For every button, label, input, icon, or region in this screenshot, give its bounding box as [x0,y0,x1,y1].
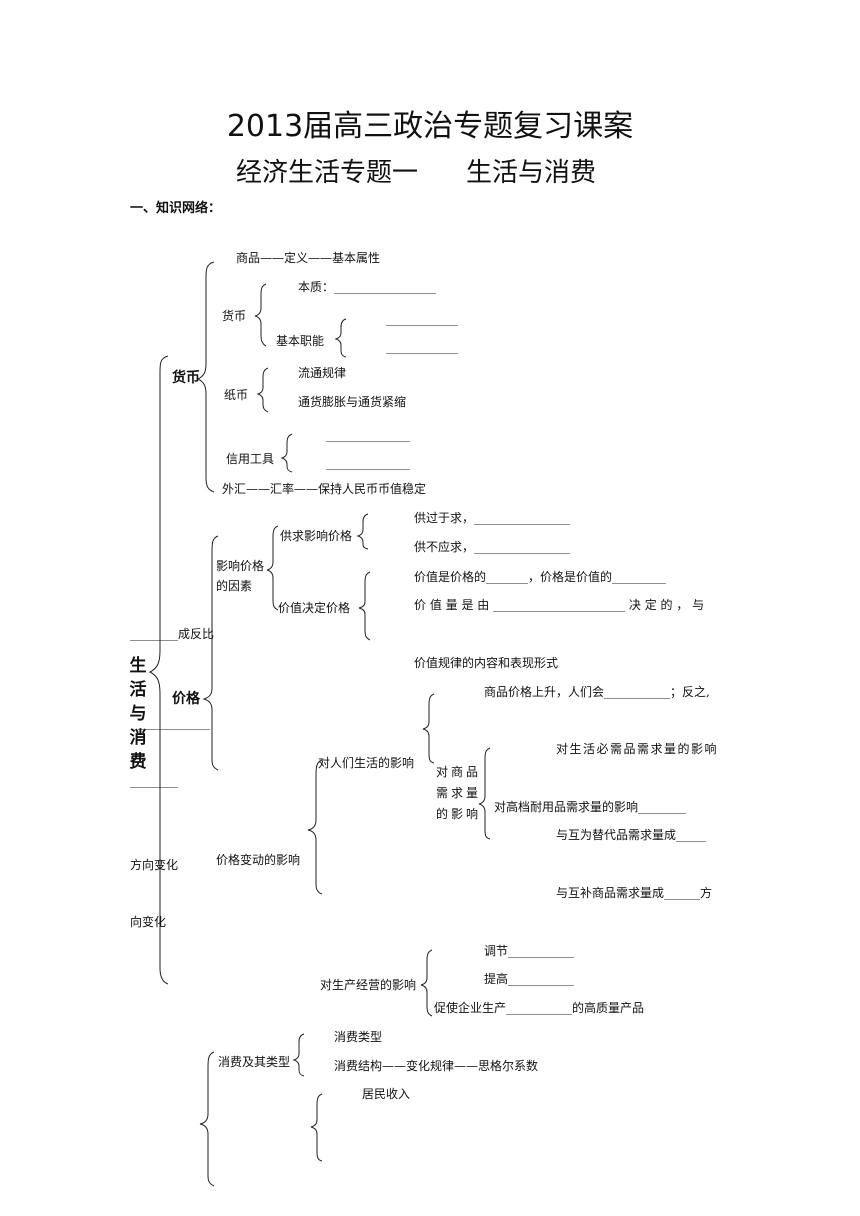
promote-line: 促使企业生产___________的高质量产品 [434,1001,645,1015]
price-label: 价格 [172,691,200,707]
value-line-2: 价 值 量 是 由 ______________________ 决 定 的 ，… [414,598,705,612]
law-of-value: 价值规律的内容和表现形式 [414,656,559,670]
on-demand-label: 对商品需求量的影响 [436,765,482,821]
subtitle-right: 生活与消费 [466,158,597,188]
price-change-brace [307,759,323,895]
direction-change-2: 向变化 [130,915,167,929]
necessities-line: 对生活必需品需求量的影响 [556,742,719,756]
price-brace [202,535,219,771]
section-heading: 一、知识网络： [130,201,222,216]
money-label: 货币 [172,370,200,386]
on-production-brace [420,949,433,1017]
supply-demand-label: 供求影响价格 [280,529,353,543]
consumption-types-brace [292,1033,305,1077]
income-brace [310,1093,323,1162]
on-demand-brace [478,747,491,840]
page-title: 2013届高三政治专题复习课案 [226,109,634,144]
factors-brace [266,525,279,611]
on-life-label: 对人们生活的影响 [318,756,415,770]
substitutes-line: 与互为替代品需求量成_____ [556,828,707,842]
root-label: 生活与消费 [129,656,147,772]
supply-demand-brace [356,513,369,550]
money-brace [196,261,215,493]
consumption-types: 消费类型 [334,1030,383,1044]
credit-blank-1: ______________ [326,428,410,442]
improve-line: 提高___________ [484,972,575,986]
supply-exceeds: 供过于求，________________ [414,511,571,525]
forex-line: 外汇——汇率——保持人民币币值稳定 [222,482,427,496]
basic-functions-label: 基本职能 [276,334,325,348]
inverse-line: ________成反比 [130,627,215,641]
resident-income: 居民收入 [362,1087,411,1101]
credit-tools-label: 信用工具 [226,452,275,466]
commodity-line: 商品——定义——基本属性 [236,251,381,265]
essence-line: 本质：_________________ [298,280,437,294]
blank-long: ____________ [138,716,210,730]
function-blank-2: ____________ [386,340,458,354]
value-brace [358,571,371,641]
root-brace [148,355,169,985]
on-life-brace [422,693,435,764]
demand-exceeds: 供不应求，________________ [414,540,571,554]
luxury-line: 对高档耐用品需求量的影响________ [494,800,687,814]
credit-brace [280,433,293,473]
adjust-line: 调节___________ [484,944,575,958]
direction-change: 方向变化 [130,858,179,872]
on-production-label: 对生产经营的影响 [320,978,417,992]
currency-label: 货币 [222,309,247,323]
paper-money-brace [256,367,269,413]
value-determines-label: 价值决定价格 [278,601,351,615]
credit-blank-2: ______________ [326,456,410,470]
subtitle-left: 经济生活专题一 [236,158,419,188]
circulation-law: 流通规律 [298,366,347,380]
complements-line: 与互补商品需求量成______方 [556,886,713,900]
function-blank-1: ____________ [386,312,458,326]
price-change-label: 价格变动的影响 [216,853,301,867]
inflation-line: 通货膨胀与通货紧缩 [298,395,407,409]
price-rise-line: 商品价格上升，人们会___________；反之, [484,685,710,699]
blank-short: ________ [130,774,178,788]
factors-label: 影响价格的因素 [216,559,265,593]
functions-brace [334,318,347,358]
consumption-types-label: 消费及其类型 [218,1055,291,1069]
paper-money-label: 纸币 [224,388,249,402]
consumption-brace [199,1051,215,1187]
consumption-structure: 消费结构——变化规律——思格尔系数 [334,1059,539,1073]
currency-brace [254,283,267,347]
value-line-1: 价值是价格的_______，价格是价值的_________ [414,570,667,584]
